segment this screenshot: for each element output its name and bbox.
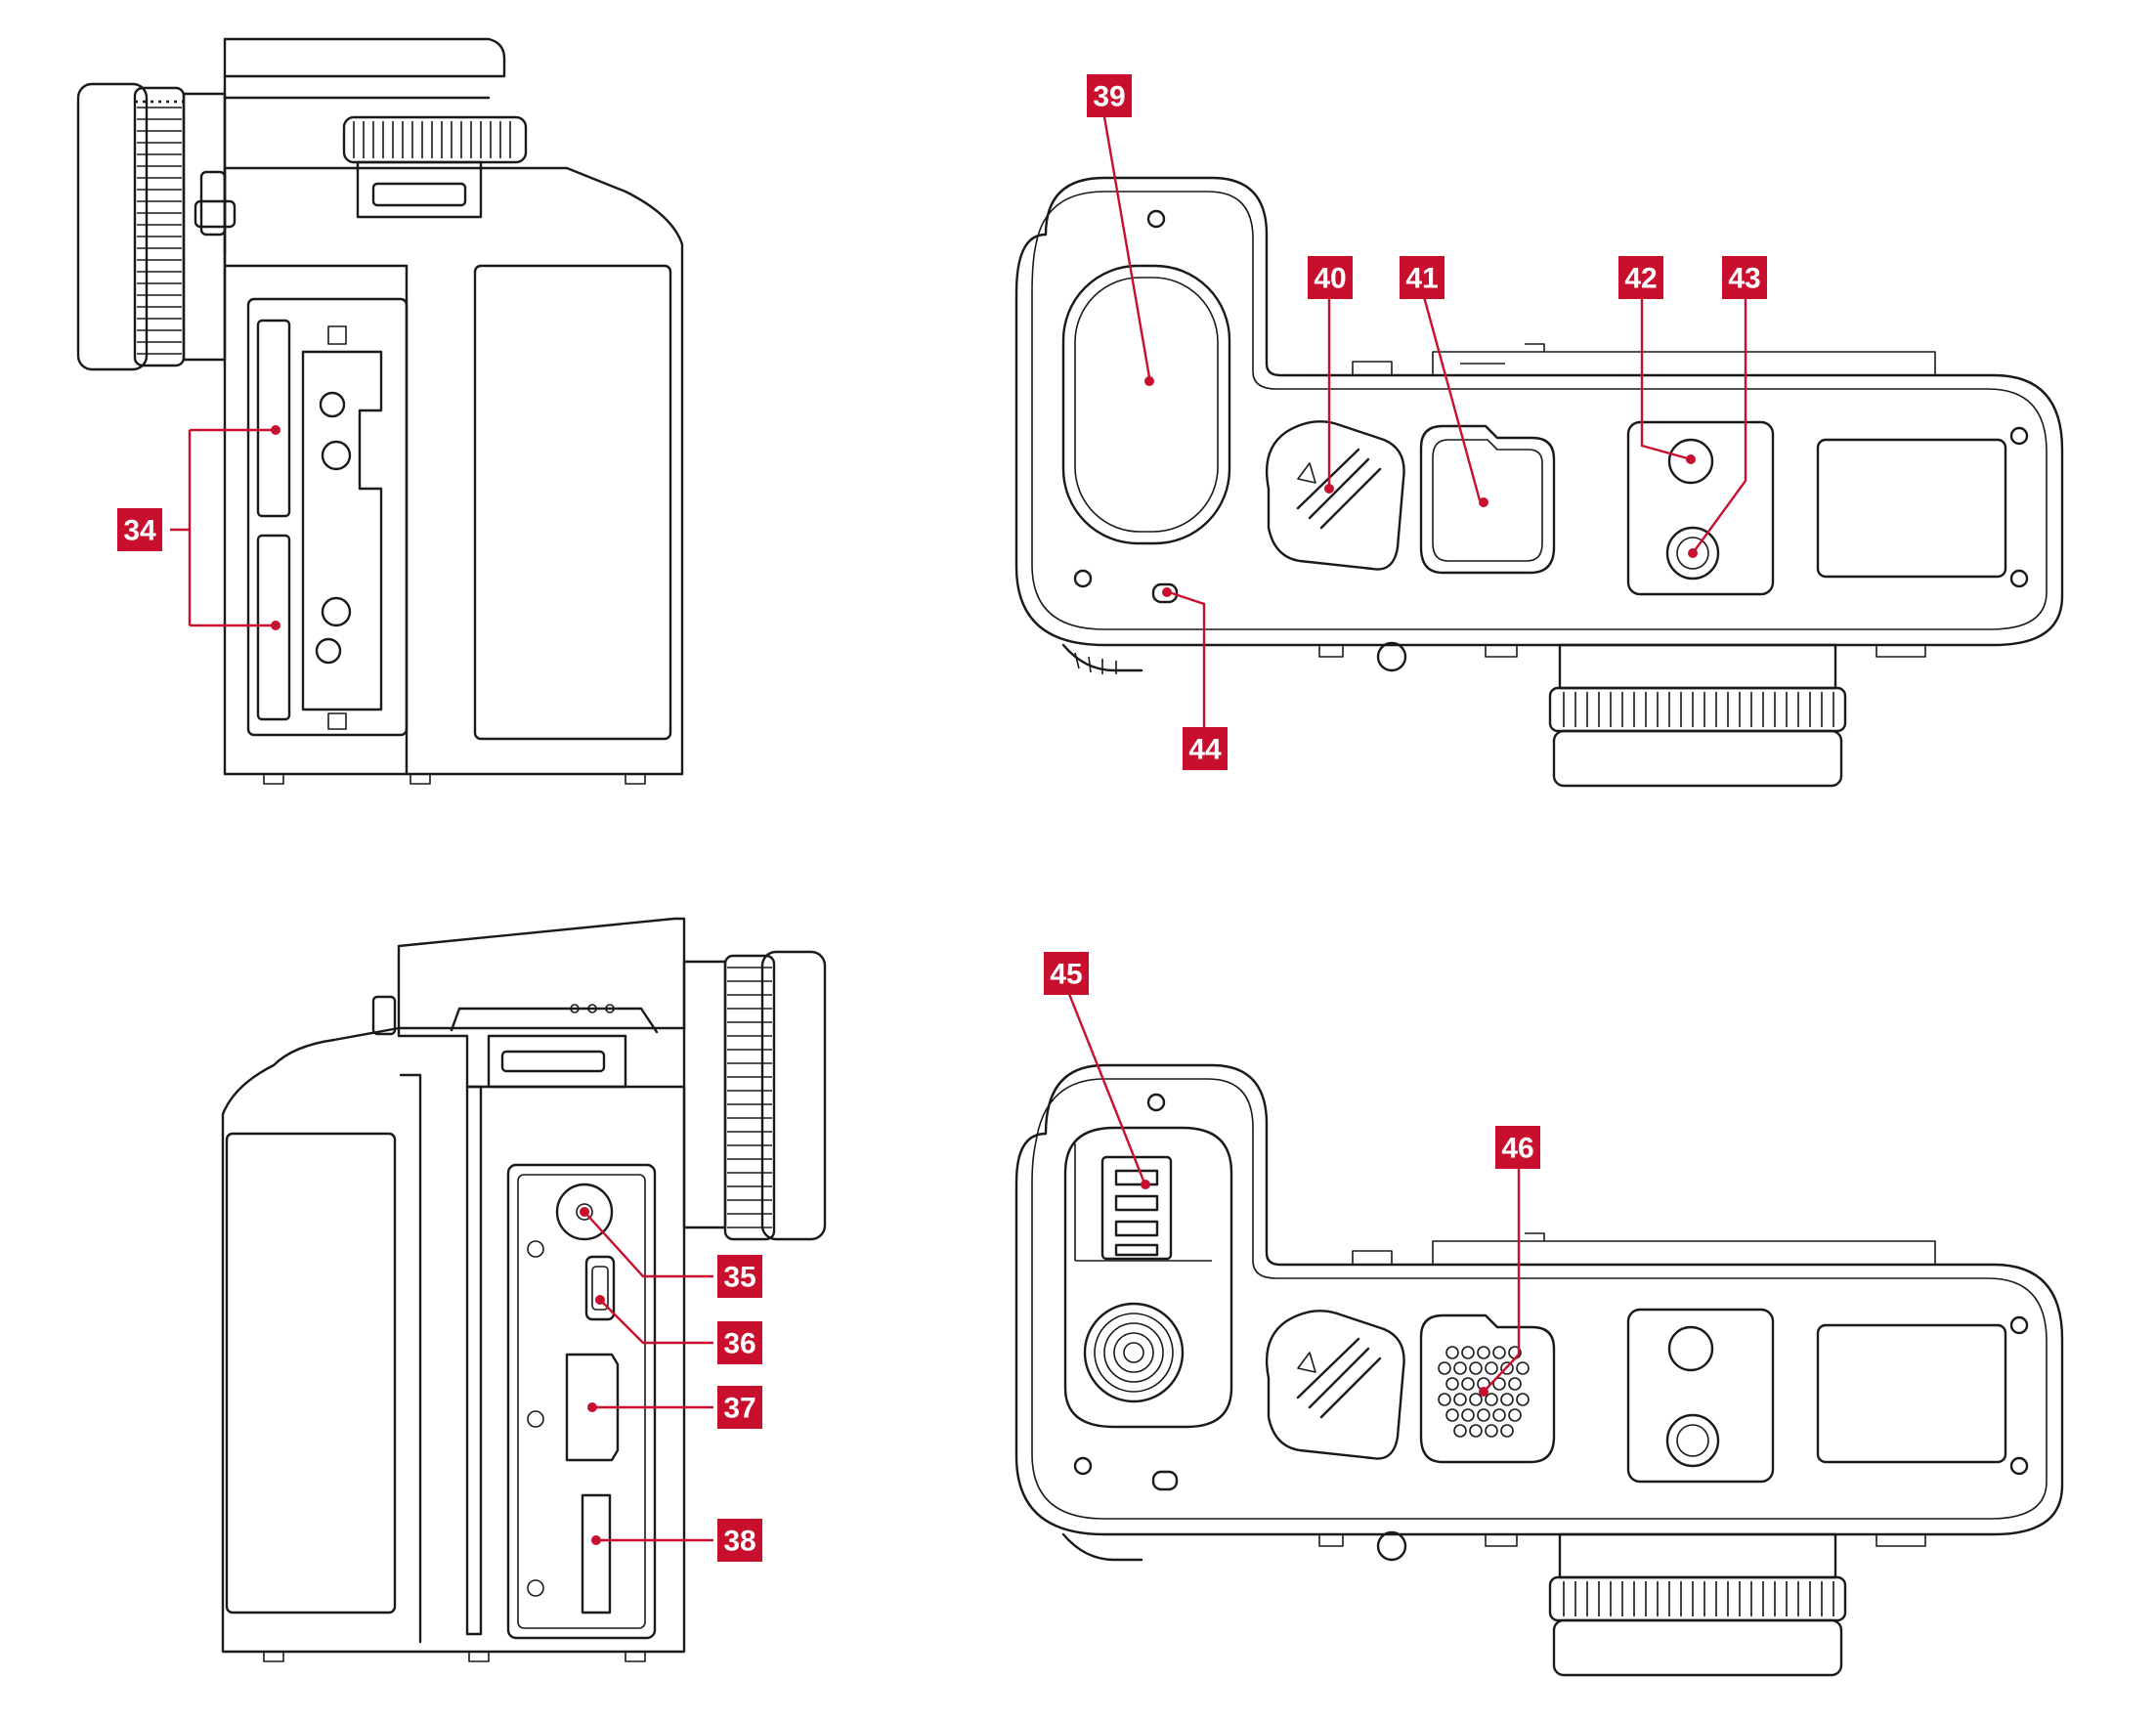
callout-45: 45 xyxy=(1044,952,1089,995)
diopter-ring-knurl xyxy=(135,100,184,355)
leader-lines xyxy=(170,105,1747,1545)
callout-35-label: 35 xyxy=(723,1262,755,1294)
callout-45-label: 45 xyxy=(1050,959,1082,991)
callout-42-label: 42 xyxy=(1624,263,1657,295)
left-side-view xyxy=(76,37,684,785)
callout-44: 44 xyxy=(1183,727,1228,770)
callout-43-label: 43 xyxy=(1728,263,1760,295)
callout-40-label: 40 xyxy=(1314,263,1346,295)
callout-46-label: 46 xyxy=(1501,1133,1533,1165)
callout-39: 39 xyxy=(1087,74,1132,117)
callout-44-label: 44 xyxy=(1188,734,1222,766)
callout-41-label: 41 xyxy=(1405,263,1438,295)
bottom-view-open xyxy=(1014,1063,2064,1677)
callout-42: 42 xyxy=(1618,256,1663,299)
callout-36-label: 36 xyxy=(723,1328,755,1360)
bottom-view xyxy=(1014,176,2064,788)
right-side-view xyxy=(221,917,827,1662)
callout-37: 37 xyxy=(717,1386,762,1429)
callout-36: 36 xyxy=(717,1321,762,1364)
callout-46: 46 xyxy=(1495,1126,1540,1169)
callout-34-label: 34 xyxy=(123,515,156,547)
callout-38: 38 xyxy=(717,1519,762,1562)
callout-37-label: 37 xyxy=(723,1393,755,1425)
callout-39-label: 39 xyxy=(1093,81,1125,113)
callout-35: 35 xyxy=(717,1255,762,1298)
callout-41: 41 xyxy=(1400,256,1445,299)
contact-pins xyxy=(1438,1346,1530,1438)
callout-34: 34 xyxy=(117,508,162,551)
callout-43: 43 xyxy=(1722,256,1767,299)
callout-38-label: 38 xyxy=(723,1526,755,1558)
callout-40: 40 xyxy=(1308,256,1353,299)
